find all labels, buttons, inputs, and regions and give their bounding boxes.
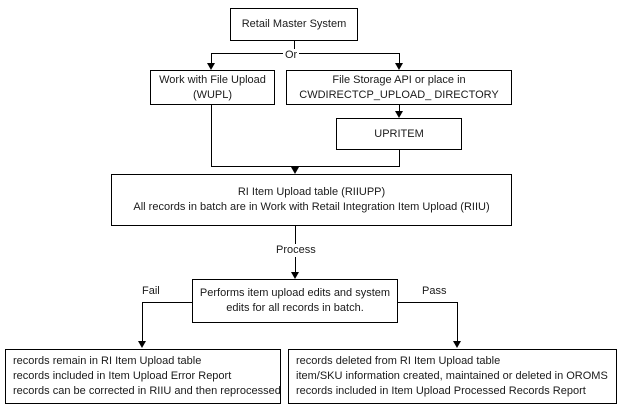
edge-master-to-split [294,41,295,54]
edge-label-process: Process [274,244,318,257]
pass-outcome-line-2: item/SKU information created, maintained… [296,370,608,382]
edge-filestorage-to-upritem [399,105,400,114]
node-performs-text: Performs item upload edits and system ed… [200,286,390,316]
edge-label-fail: Fail [140,285,162,298]
node-fail-outcome: records remain in RI Item Upload table r… [5,349,281,404]
edge-split-to-wupl [211,53,212,65]
node-fail-outcome-text: records remain in RI Item Upload table r… [13,354,281,399]
fail-outcome-line-3: records can be corrected in RIIU and the… [13,385,281,397]
node-performs-item-upload-edits: Performs item upload edits and system ed… [192,279,398,323]
node-file-storage-line2: CWDIRECTCP_UPLOAD_ DIRECTORY [299,88,499,101]
node-wupl-line2: (WUPL) [192,88,233,101]
edge-fail-vertical [142,302,143,344]
edge-split-to-filestorage [399,53,400,65]
edge-fail-horizontal [142,302,193,303]
pass-outcome-line-1: records deleted from RI Item Upload tabl… [296,355,501,367]
edge-label-pass: Pass [420,285,449,298]
edge-upritem-down [399,150,400,167]
node-file-storage-line1: File Storage API or place in [332,73,466,86]
edge-pass-horizontal [398,302,458,303]
node-riiupp-line1: RI Item Upload table (RIIUPP) [237,186,386,198]
arrow-to-pass-outcome [453,341,461,348]
edge-split-bar [211,53,400,54]
edge-pass-vertical [457,302,458,344]
node-retail-master-system-label: Retail Master System [241,18,347,30]
node-performs-line1: Performs item upload edits and system [199,287,391,299]
pass-outcome-line-3: records included in Item Upload Processe… [296,385,586,397]
arrow-to-wupl [207,63,215,70]
node-riiupp-line2: All records in batch are in Work with Re… [133,201,490,213]
arrow-to-filestorage [395,63,403,70]
node-work-with-file-upload: Work with File Upload (WUPL) [150,70,275,105]
arrow-to-fail-outcome [138,341,146,348]
edge-wupl-down [211,105,212,167]
arrow-to-performs [291,272,299,279]
edge-wupl-elbow [211,166,296,167]
node-upritem-label: UPRITEM [374,127,424,140]
node-upritem: UPRITEM [336,118,462,150]
node-file-storage-api: File Storage API or place in CWDIRECTCP_… [286,70,512,105]
node-wupl-line1: Work with File Upload [159,73,266,86]
node-performs-line2: edits for all records in batch. [226,302,364,314]
fail-outcome-line-2: records included in Item Upload Error Re… [13,370,232,382]
node-pass-outcome-text: records deleted from RI Item Upload tabl… [296,354,608,399]
node-riiupp-text: RI Item Upload table (RIIUPP) All record… [133,185,489,215]
node-work-with-file-upload-text: Work with File Upload (WUPL) [159,73,266,103]
node-ri-item-upload-table: RI Item Upload table (RIIUPP) All record… [111,174,512,226]
arrow-to-riiupp [291,167,299,174]
node-file-storage-api-text: File Storage API or place in CWDIRECTCP_… [299,73,498,103]
edge-label-or: Or [283,49,300,62]
edge-upritem-elbow [295,166,400,167]
fail-outcome-line-1: records remain in RI Item Upload table [13,355,202,367]
node-retail-master-system: Retail Master System [230,8,358,41]
node-pass-outcome: records deleted from RI Item Upload tabl… [288,349,617,404]
arrow-to-upritem [395,111,403,118]
